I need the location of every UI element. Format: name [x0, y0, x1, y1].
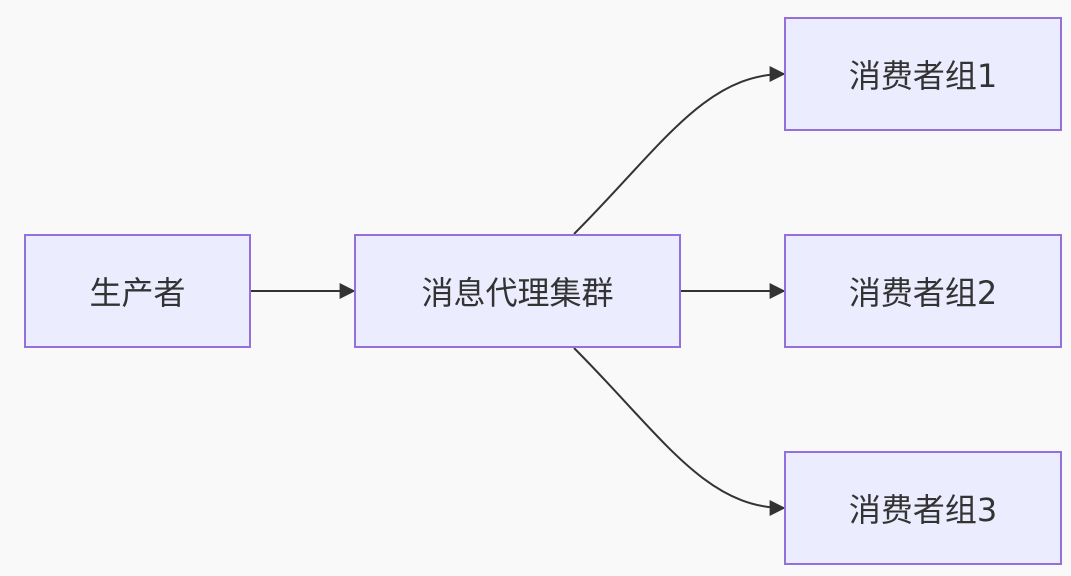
- message-broker-cluster-label: 消息代理集群: [421, 274, 614, 312]
- consumer-group-3-label: 消费者组3: [848, 491, 998, 529]
- consumer-group-3-node: 消费者组3: [784, 451, 1062, 565]
- producer-label: 生产者: [89, 274, 186, 312]
- consumer-group-1-node: 消费者组1: [784, 17, 1062, 131]
- edge-broker-to-consumer-group-1: [573, 66, 786, 235]
- message-broker-cluster-node: 消息代理集群: [354, 234, 681, 348]
- edge-broker-to-consumer-group-3: [573, 347, 786, 516]
- consumer-group-1-label: 消费者组1: [848, 57, 998, 95]
- consumer-group-2-node: 消费者组2: [784, 234, 1062, 348]
- consumer-group-2-label: 消费者组2: [848, 274, 998, 312]
- producer-node: 生产者: [24, 234, 251, 348]
